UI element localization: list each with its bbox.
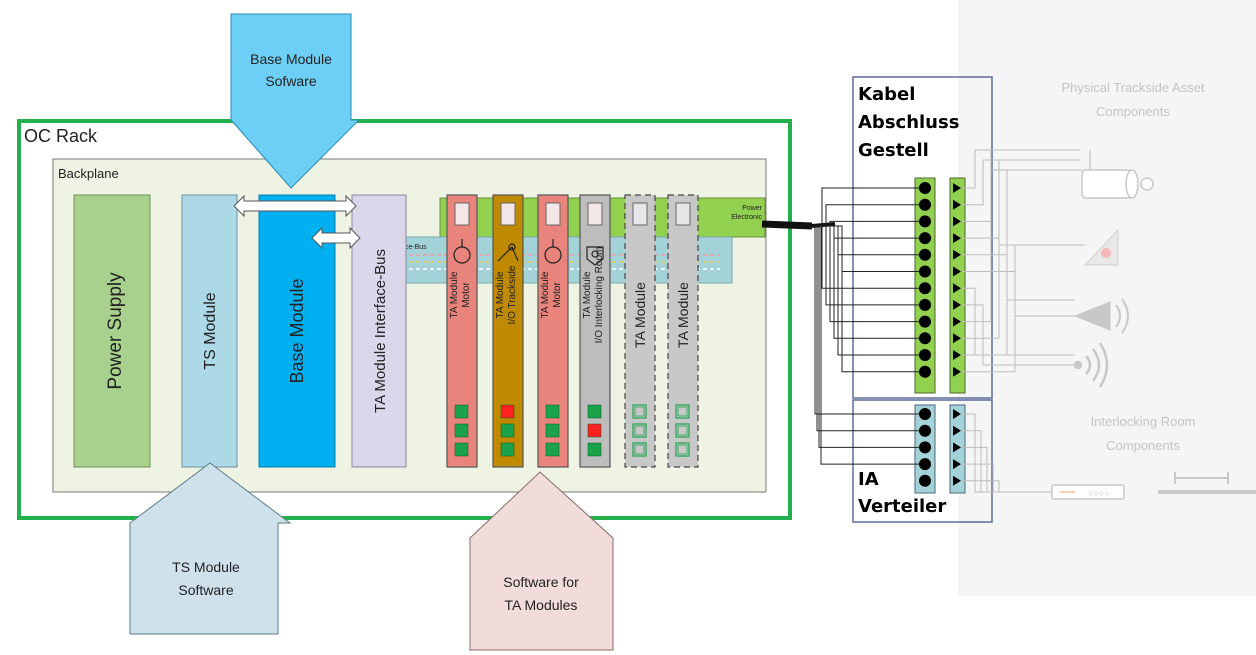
status-led: [500, 404, 515, 419]
ta-card-subtitle: I/O Trackside: [507, 265, 518, 324]
physical-label-line1: Physical Trackside Asset: [1061, 80, 1204, 95]
ia-line1: IA: [858, 469, 879, 490]
bus-lines: [388, 254, 720, 270]
ta-card-title: TA Module: [582, 271, 593, 318]
base-sw-line2: Sofware: [265, 73, 317, 89]
interlocking-label-line2: Components: [1106, 438, 1180, 453]
svg-text:○○○○: ○○○○: [1088, 488, 1110, 498]
status-led: [545, 442, 560, 457]
kabel-frame: [852, 76, 993, 399]
ta-card-title: TA Module: [540, 271, 551, 318]
status-led: [545, 404, 560, 419]
double-arrow-icon: [311, 226, 361, 250]
oc-rack-title: OC Rack: [24, 126, 98, 146]
status-led: [587, 423, 602, 438]
status-led: [454, 423, 469, 438]
terminal-dots: [919, 182, 961, 487]
ta-sw-line1: Software for: [503, 574, 579, 590]
status-led: [454, 442, 469, 457]
ta-card-title: TA Module: [495, 271, 506, 318]
status-led: [675, 442, 690, 457]
kabel-line2: Abschluss: [858, 112, 959, 133]
power-supply-module: [73, 194, 151, 468]
ta-interface-bus-module: [351, 194, 407, 468]
double-arrow-icon: [233, 194, 357, 218]
ts-module-label: TS Module: [202, 292, 219, 369]
ta-card-title: TA Module: [449, 271, 460, 318]
base-module-label: Base Module: [287, 278, 307, 383]
interlocking-device-icon: ○○○○: [1051, 484, 1125, 500]
ia-frame: [852, 399, 993, 523]
ta-interface-bus-label: TA Module Interface-Bus: [372, 249, 389, 413]
ts-sw-callout: [129, 462, 292, 635]
base-sw-callout: [230, 13, 361, 189]
switch-icon: [497, 243, 519, 262]
ta-card: TA Module: [624, 194, 656, 468]
status-led: [675, 404, 690, 419]
status-led: [587, 442, 602, 457]
motor-icon: [544, 239, 562, 264]
status-led: [632, 423, 647, 438]
ta-card: TA Module: [667, 194, 699, 468]
ta-card-title: TA Module: [675, 282, 691, 348]
cable-tool-icon: [1158, 472, 1256, 494]
ts-module: [181, 194, 238, 468]
ta-sw-callout: [469, 471, 614, 651]
motor-icon: [453, 239, 471, 264]
interlocking-label-line1: Interlocking Room: [1091, 414, 1196, 429]
ts-sw-line2: Software: [178, 582, 233, 598]
status-led: [454, 404, 469, 419]
kabel-line3: Gestell: [858, 140, 929, 161]
power-supply-label: Power Supply: [105, 272, 126, 390]
signal-icon: [1083, 228, 1119, 266]
terminal-strip-kabel-b: [949, 177, 966, 394]
horn-icon: [1073, 298, 1129, 334]
ta-sw-line2: TA Modules: [505, 597, 578, 613]
base-sw-line1: Base Module: [250, 51, 332, 67]
wiring: [814, 149, 1085, 493]
ta-card-subtitle: Motor: [461, 282, 472, 308]
ts-sw-line1: TS Module: [172, 559, 240, 575]
status-led: [500, 423, 515, 438]
point-machine-icon: [1081, 150, 1154, 199]
status-led: [500, 442, 515, 457]
relay-icon: [586, 246, 604, 266]
status-led: [587, 404, 602, 419]
ta-card-subtitle: I/O Interlocking Room: [594, 247, 605, 344]
kabel-line1: Kabel: [858, 84, 915, 105]
ta-card-title: TA Module: [632, 282, 648, 348]
status-led: [632, 404, 647, 419]
status-led: [545, 423, 560, 438]
sensor-icon: [1073, 342, 1109, 388]
ta-card-subtitle: Motor: [552, 282, 563, 308]
status-led: [675, 423, 690, 438]
status-led: [632, 442, 647, 457]
physical-label-line2: Components: [1096, 104, 1170, 119]
ia-line2: Verteiler: [858, 496, 946, 517]
backplane-label: Backplane: [58, 166, 119, 181]
